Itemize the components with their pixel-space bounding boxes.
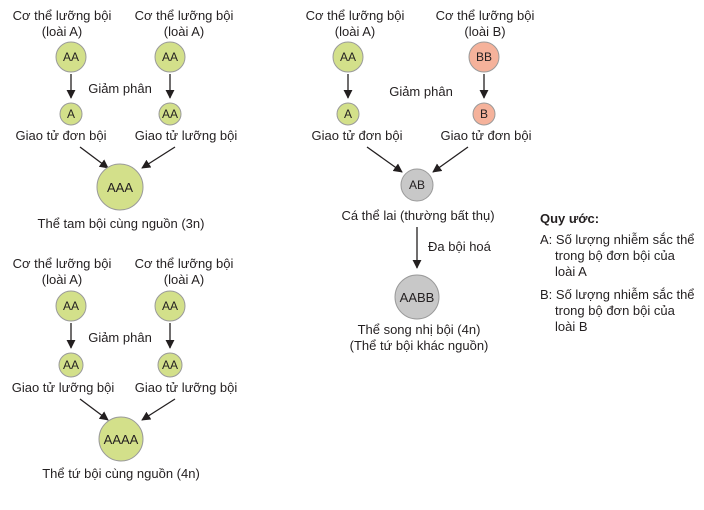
parent-left-node [55,290,87,322]
gamete-left-node-label: A [344,107,352,121]
gamete-right-label: Giao tử đơn bội [441,128,532,143]
arrow-fuse-right [432,146,469,173]
legend-b-line1: B: Số lượng nhiễm sắc thể [540,287,695,302]
process-label: Giảm phân [88,330,152,345]
gamete-right-node-label: AA [162,358,178,372]
parent-left-label-line1: Cơ thể lưỡng bội [306,8,405,23]
result-node-label: AAAA [104,432,139,447]
parent-left-label-line1: Cơ thể lưỡng bội [13,256,112,271]
result-node-label: AABB [400,290,435,305]
parent-left-label-line2: (loài A) [335,24,375,39]
panel-allotetraploid: Cơ thể lưỡng bội (loài A) Cơ thể lưỡng b… [306,8,535,353]
gamete-left-label: Giao tử lưỡng bội [12,380,115,395]
result-node [394,274,440,320]
legend-a-line1: A: Số lượng nhiễm sắc thể [540,232,695,247]
process-label: Giảm phân [389,84,453,99]
parent-left-node-label: AA [63,50,79,64]
gamete-left-node [58,352,84,378]
hybrid-node-label: AB [409,178,425,192]
parent-left-label-line1: Cơ thể lưỡng bội [13,8,112,23]
gamete-left-node [336,102,360,126]
arrow-fuse-right [141,398,176,421]
gamete-left-label: Giao tử đơn bội [16,128,107,143]
result-label: Thể tam bội cùng nguồn (3n) [38,216,205,231]
parent-right-node-label: AA [162,299,178,313]
legend-a-line3: loài A [555,264,587,279]
panel-autotriploid: Cơ thể lưỡng bội (loài A) Cơ thể lưỡng b… [13,8,238,231]
result-label-line1: Thể song nhị bội (4n) [358,322,481,337]
result-label: Thể tứ bội cùng nguồn (4n) [42,466,200,481]
hybrid-node [400,168,434,202]
parent-left-label-line2: (loài A) [42,272,82,287]
parent-left-node [332,41,364,73]
result-label-line2: (Thể tứ bội khác nguồn) [350,338,489,353]
parent-right-node [154,290,186,322]
parent-left-node-label: AA [340,50,356,64]
result-node-label: AAA [107,180,133,195]
panel-autotetraploid: Cơ thể lưỡng bội (loài A) Cơ thể lưỡng b… [12,256,238,481]
legend-b-line2: trong bộ đơn bội của [555,303,676,318]
parent-right-label-line2: (loài B) [464,24,505,39]
result-node [96,163,144,211]
legend-title: Quy ước: [540,211,599,226]
gamete-left-node-label: A [67,107,75,121]
gamete-left-node-label: AA [63,358,79,372]
legend-a-line2: trong bộ đơn bội của [555,248,676,263]
polyploidization-label: Đa bội hoá [428,239,492,254]
parent-right-node [468,41,500,73]
gamete-right-label: Giao tử lưỡng bội [135,128,238,143]
legend-b-line3: loài B [555,319,588,334]
gamete-right-node [472,102,496,126]
arrow-fuse-left [79,146,109,169]
parent-right-node-label: AA [162,50,178,64]
hybrid-label: Cá thể lai (thường bất thụ) [341,208,494,223]
arrow-fuse-right [141,146,176,169]
parent-right-label-line1: Cơ thể lưỡng bội [436,8,535,23]
process-label: Giảm phân [88,81,152,96]
parent-left-node-label: AA [63,299,79,313]
gamete-left-label: Giao tử đơn bội [312,128,403,143]
parent-right-label-line2: (loài A) [164,272,204,287]
gamete-right-node [158,102,182,126]
parent-right-label-line1: Cơ thể lưỡng bội [135,8,234,23]
result-node [98,416,144,462]
gamete-right-node [157,352,183,378]
gamete-right-label: Giao tử lưỡng bội [135,380,238,395]
parent-left-label-line2: (loài A) [42,24,82,39]
gamete-right-node-label: AA [162,107,178,121]
gamete-left-node [59,102,83,126]
parent-right-node-label: BB [476,50,492,64]
legend: Quy ước: A: Số lượng nhiễm sắc thể trong… [540,211,695,334]
arrow-fuse-left [79,398,109,421]
gamete-right-node-label: B [480,107,488,121]
parent-right-node [154,41,186,73]
arrow-fuse-left [366,146,403,173]
parent-right-label-line2: (loài A) [164,24,204,39]
parent-right-label-line1: Cơ thể lưỡng bội [135,256,234,271]
parent-left-node [55,41,87,73]
